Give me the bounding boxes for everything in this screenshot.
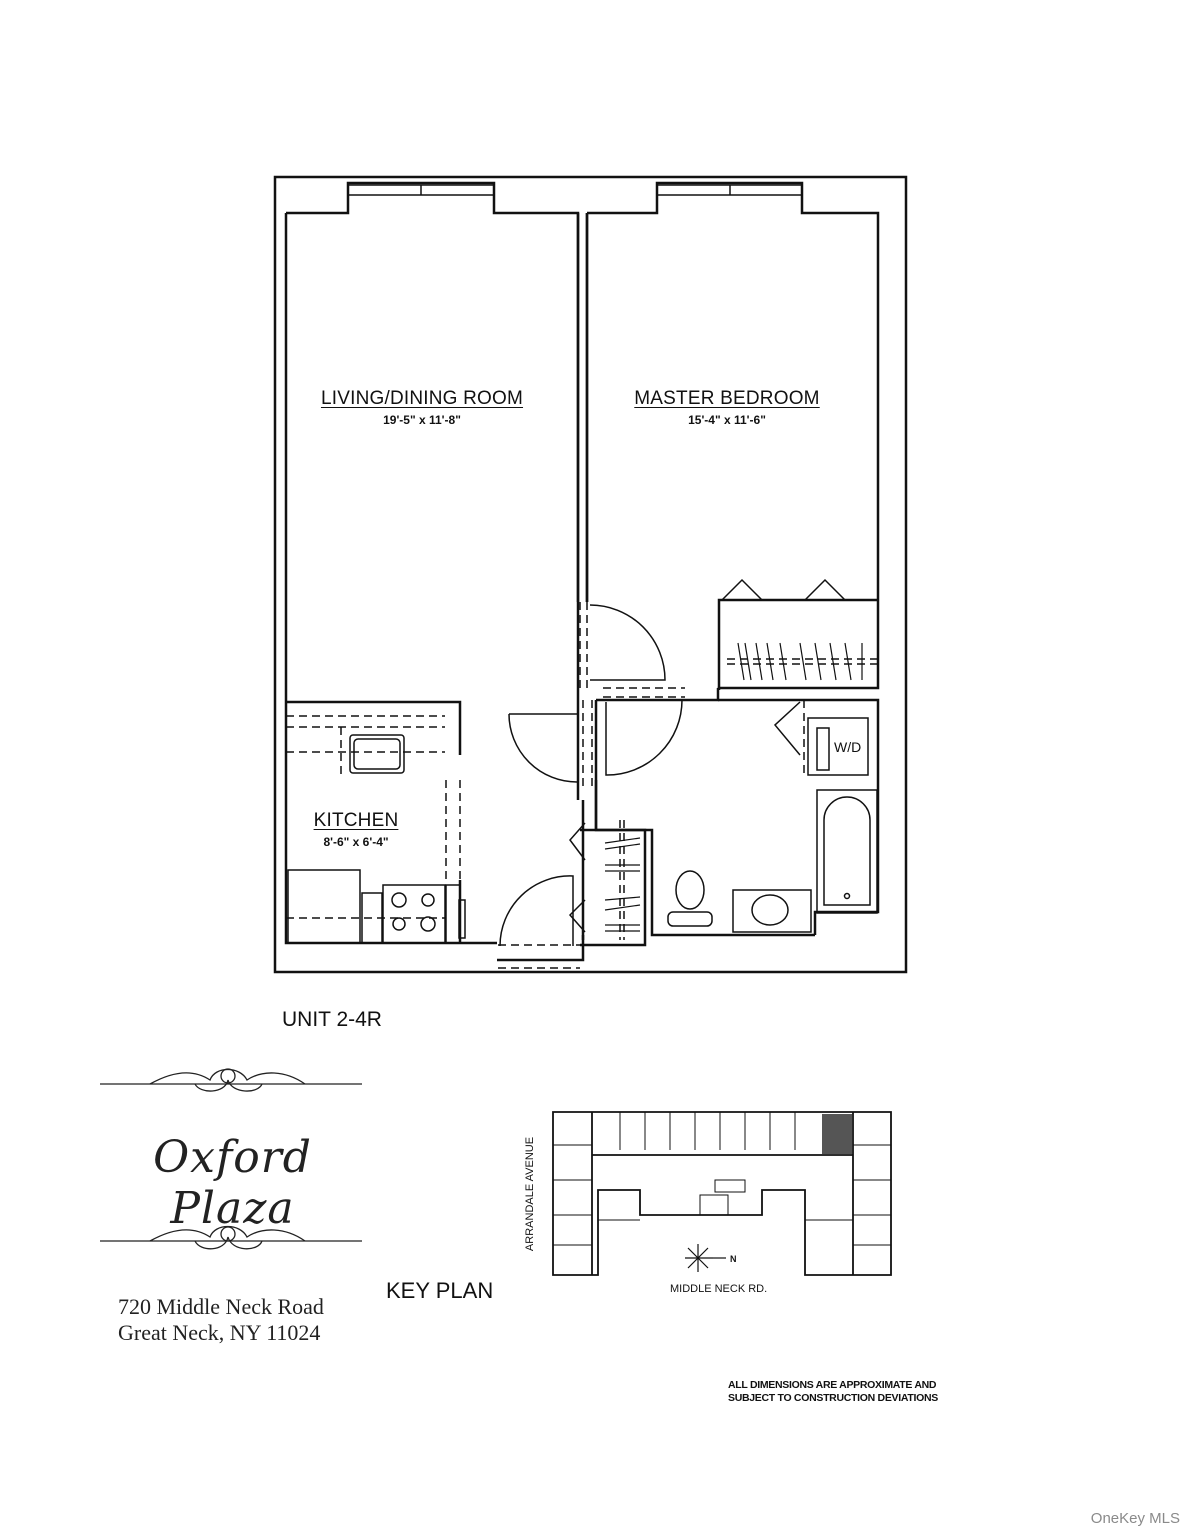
ornament-top [100,1068,362,1092]
disclaimer-line-1: ALL DIMENSIONS ARE APPROXIMATE AND [728,1379,937,1391]
key-plan-label: KEY PLAN [386,1278,494,1303]
window-bedroom [656,184,803,196]
bathtub [816,789,878,914]
room-dimensions: 19'-5" x 11'-8" [383,413,461,427]
vanity [732,889,812,933]
unit-label: UNIT 2-4R [282,1008,382,1031]
room-label-master-bedroom: MASTER BEDROOM 15'-4" x 11'-6" [615,388,839,427]
disclaimer-line-2: SUBJECT TO CONSTRUCTION DEVIATIONS [728,1392,938,1404]
toilet [675,870,705,910]
room-dimensions: 15'-4" x 11'-6" [688,413,766,427]
room-name: KITCHEN [313,810,399,831]
north-marker: N [730,1254,737,1264]
room-name: MASTER BEDROOM [634,388,820,409]
window-living [347,184,495,196]
kitchen-sink [349,734,405,774]
ornament-bottom [100,1225,362,1250]
exterior-wall [273,175,908,974]
bedroom-door-swing [589,604,666,681]
street-name-arrandale: ARRANDALE AVENUE [524,1136,536,1252]
disclaimer: ALL DIMENSIONS ARE APPROXIMATE AND SUBJE… [728,1379,938,1405]
street-label-south: MIDDLE NECK RD. [670,1283,768,1295]
stove [382,884,446,944]
washer-dryer [807,717,869,776]
room-dimensions: 8'-6" x 6'-4" [323,835,389,849]
address-line-2: Great Neck, NY 11024 [118,1320,321,1345]
room-label-living-dining: LIVING/DINING ROOM 19'-5" x 11'-8" [300,388,544,427]
bath-door-swing [605,699,683,776]
entry-door-swing [499,875,574,947]
building-name: Oxford Plaza [153,1132,312,1234]
room-name: LIVING/DINING ROOM [320,388,524,409]
room-label-kitchen: KITCHEN 8'-6" x 6'-4" [300,810,412,849]
living-door-swing [508,713,578,783]
watermark: OneKey MLS [1090,1510,1180,1527]
key-plan-drawing [552,1111,892,1276]
refrigerator [287,869,361,944]
compass-icon [685,1244,726,1272]
washer-dryer-label: W/D [834,739,862,755]
address-line-1: 720 Middle Neck Road [118,1294,324,1319]
street-label-west: ARRANDALE AVENUE [520,1128,540,1268]
